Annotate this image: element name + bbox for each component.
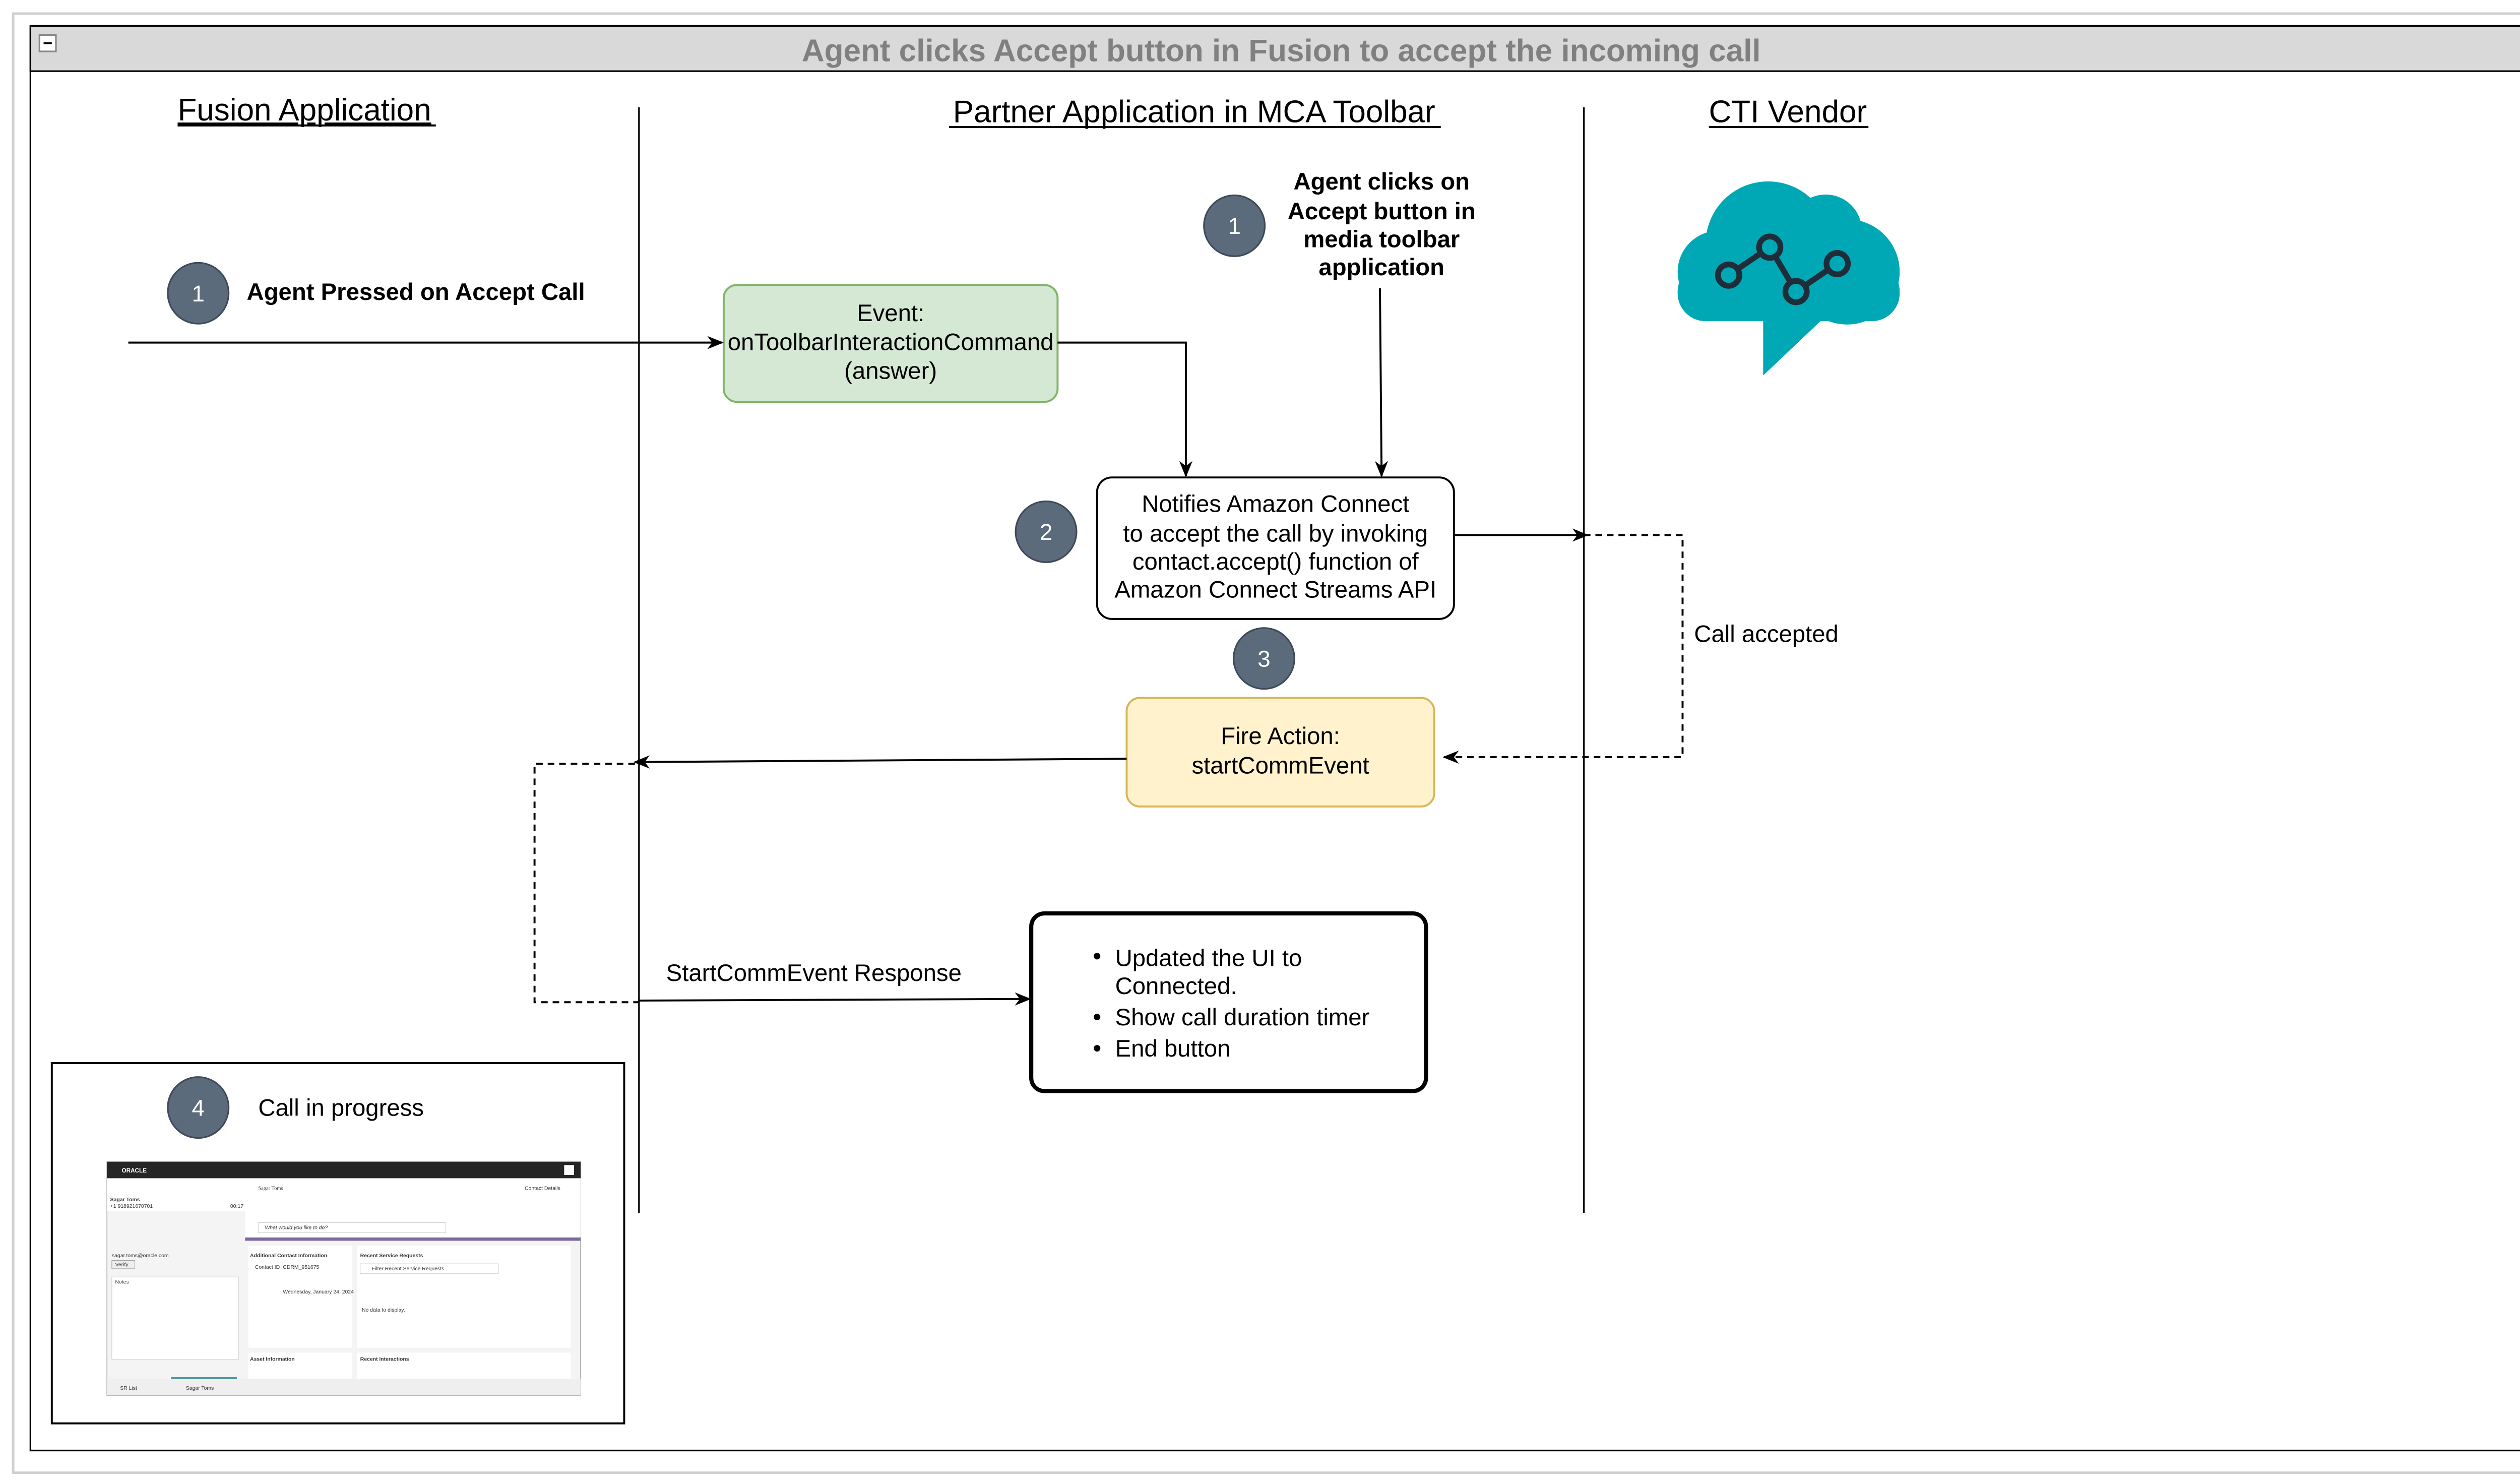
thumb-no-data: No data to display. — [362, 1308, 405, 1313]
minus-box-icon[interactable] — [38, 34, 57, 52]
thumb-contact-id-label: Contact ID — [255, 1265, 280, 1270]
step-1-toolbar: 1 Agent clicks on Accept button in media… — [1203, 168, 1476, 281]
connectors — [128, 288, 1684, 1006]
result-box: Updated the UI to Connected. Show call d… — [1029, 911, 1428, 1093]
dashed-response-loop — [533, 763, 639, 1004]
step-2: 2 — [1015, 500, 1078, 563]
thumb-title-name: Sagar Toms — [258, 1186, 283, 1191]
fusion-screenshot-thumbnail: ORACLE Sagar Toms +1 918921670701 00:17 … — [106, 1161, 581, 1396]
thumb-notes: Notes — [115, 1279, 129, 1285]
thumb-contact-since: Wednesday, January 24, 2024 — [283, 1289, 354, 1295]
thumb-asset-info: Asset Information — [250, 1357, 295, 1363]
thumb-prompt: What would you like to do? — [265, 1225, 328, 1231]
step-number: 1 — [192, 281, 205, 306]
step-1-fusion: 1 Agent Pressed on Accept Call — [167, 262, 585, 325]
event-line: onToolbarInteractionCommand — [728, 329, 1054, 355]
title-bar — [29, 25, 2520, 72]
notify-line: contact.accept() function of — [1132, 548, 1419, 575]
thumb-email: sagar.toms@oracle.com — [112, 1253, 169, 1259]
step-label-line: application — [1318, 254, 1444, 281]
step-number: 1 — [1228, 213, 1240, 239]
result-line: Show call duration timer — [1115, 1004, 1370, 1031]
lane-fusion-application: Fusion Application — [177, 93, 431, 128]
step-number: 3 — [1257, 646, 1270, 672]
fire-action-box: Fire Action: startCommEvent — [1125, 697, 1435, 808]
cloud-network-icon — [1677, 181, 1900, 376]
thumb-timer: 00:17 — [230, 1204, 243, 1209]
diagram-title: Agent clicks Accept button in Fusion to … — [802, 34, 1761, 69]
arrow-response-to-result — [638, 992, 1032, 1006]
call-in-progress-panel: 4 Call in progress ORACLE Sagar Toms +1 … — [50, 1062, 625, 1425]
step-3: 3 — [1232, 627, 1295, 690]
thumb-contact-details: Contact Details — [525, 1186, 560, 1191]
thumb-filter-sr: Filter Recent Service Requests — [372, 1266, 445, 1272]
thumb-additional: Additional Contact Information — [250, 1253, 327, 1259]
thumb-recent-interactions: Recent Interactions — [360, 1357, 409, 1363]
notify-box: Notifies Amazon Connect to accept the ca… — [1096, 476, 1455, 620]
notify-line: to accept the call by invoking — [1123, 520, 1428, 547]
step-number: 4 — [192, 1095, 205, 1121]
fire-line: Fire Action: — [1221, 723, 1340, 750]
step-label: Agent Pressed on Accept Call — [247, 279, 585, 305]
thumb-recent-sr: Recent Service Requests — [360, 1253, 423, 1259]
arrow-event-to-notify — [1057, 341, 1192, 478]
lane-cti-vendor: CTI Vendor — [1709, 94, 1867, 129]
lane-partner-application: Partner Application in MCA Toolbar — [953, 94, 1435, 129]
thumb-verify: Verify — [115, 1262, 129, 1268]
result-line: Connected. — [1115, 973, 1237, 1000]
arrow-fire-to-fusion — [633, 755, 1127, 769]
thumb-contact-id: CDRM_951675 — [283, 1265, 319, 1270]
result-line: Updated the UI to — [1115, 945, 1302, 971]
step-label-line: Agent clicks on — [1293, 168, 1470, 195]
thumb-tab-contact: Sagar Toms — [186, 1386, 214, 1391]
edge-label-response: StartCommEvent Response — [666, 960, 962, 986]
arrow-toolbar-click-to-notify — [1374, 288, 1389, 478]
step-label-line: media toolbar — [1303, 226, 1460, 253]
thumb-phone: +1 918921670701 — [110, 1204, 153, 1209]
step-label: Call in progress — [258, 1094, 424, 1121]
fire-line: startCommEvent — [1191, 753, 1369, 779]
notify-line: Notifies Amazon Connect — [1142, 491, 1409, 518]
event-box: Event: onToolbarInteractionCommand (answ… — [722, 284, 1059, 403]
thumb-tab-sr-list: SR List — [120, 1386, 137, 1391]
event-line: (answer) — [844, 357, 937, 384]
step-label-line: Accept button in — [1288, 198, 1476, 225]
step-number: 2 — [1040, 519, 1052, 545]
event-line: Event: — [857, 300, 924, 327]
edge-label-call-accepted: Call accepted — [1694, 621, 1839, 648]
notify-line: Amazon Connect Streams API — [1114, 576, 1436, 603]
dashed-call-accepted — [1442, 534, 1684, 764]
thumb-contact-name: Sagar Toms — [110, 1197, 140, 1203]
oracle-logo: ORACLE — [121, 1167, 147, 1174]
result-line: End button — [1115, 1035, 1231, 1062]
